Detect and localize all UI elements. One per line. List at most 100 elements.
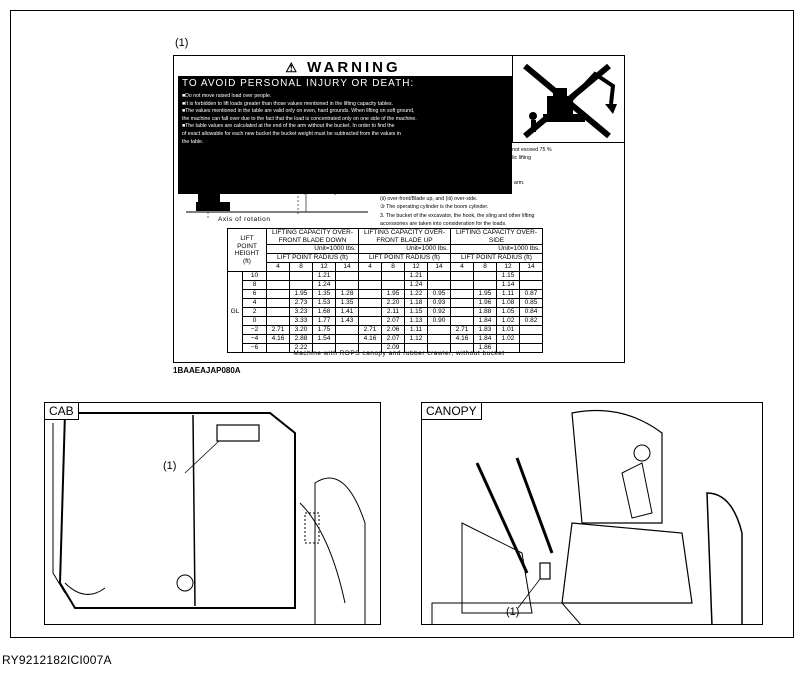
capacity-cell: 2.20: [381, 298, 405, 308]
capacity-cell: 0.87: [519, 289, 543, 299]
capacity-cell: 1.41: [335, 307, 359, 317]
capacity-cell: 0.93: [427, 298, 451, 308]
capacity-cell: [335, 325, 359, 335]
capacity-cell: 1.75: [312, 325, 336, 335]
capacity-cell: [519, 280, 543, 290]
header-radius: LIFT POINT RADIUS (ft): [266, 253, 359, 263]
warning-triangle-icon: ⚠: [285, 60, 300, 75]
capacity-cell: 1.18: [404, 298, 428, 308]
capacity-cell: 1.01: [496, 325, 520, 335]
capacity-cell: 1.88: [473, 307, 497, 317]
capacity-cell: [450, 298, 474, 308]
capacity-cell: 1.77: [312, 316, 336, 326]
warning-line: of exact allowable for each new bucket t…: [182, 130, 401, 137]
capacity-cell: 4.16: [358, 334, 382, 344]
warning-box: TO AVOID PERSONAL INJURY OR DEATH: ■Do n…: [178, 76, 512, 194]
capacity-cell: 2.71: [266, 325, 290, 335]
capacity-cell: 1.02: [496, 316, 520, 326]
capacity-cell: 2.06: [381, 325, 405, 335]
capacity-cell: 3.33: [289, 316, 313, 326]
height-cell: −2: [242, 325, 267, 335]
note-line: 1. The lifting capacities are based on I…: [380, 147, 552, 153]
capacity-cell: 1.02: [496, 334, 520, 344]
capacity-cell: 1.21: [404, 271, 428, 281]
radius-value: 8: [289, 262, 313, 272]
gl-label: GL: [227, 271, 243, 353]
height-cell: 4: [242, 298, 267, 308]
prohibition-pictogram: [512, 56, 625, 143]
excavator-diagram-icon: [186, 153, 368, 220]
header-group-blade-up: LIFTING CAPACITY OVER-FRONT BLADE UP: [358, 228, 451, 245]
capacity-cell: 1.84: [473, 334, 497, 344]
radius-value: 8: [473, 262, 497, 272]
header-radius: LIFT POINT RADIUS (ft): [450, 253, 543, 263]
note-line: of the static tilt load of the machine o…: [380, 155, 532, 162]
capacity-cell: [519, 334, 543, 344]
warning-line: ■Do not move raised load over people.: [182, 93, 272, 99]
note-line: 2. The strokes are as follows.: [380, 171, 449, 178]
capacity-cell: 1.24: [312, 280, 336, 290]
crossed-excavator-icon: [523, 63, 617, 139]
header-unit: Unit=1000 lbs.: [266, 244, 359, 254]
capacity-cell: 0.84: [519, 307, 543, 317]
radius-value: 4: [266, 262, 290, 272]
capacity-cell: 2.07: [381, 334, 405, 344]
capacity-cell: [289, 271, 313, 281]
height-cell: 10: [242, 271, 267, 281]
capacity-cell: 1.08: [496, 298, 520, 308]
warning-heading: TO AVOID PERSONAL INJURY OR DEATH:: [182, 78, 415, 89]
warning-title: ⚠ WARNING: [174, 59, 512, 76]
capacity-cell: 1.95: [381, 289, 405, 299]
warning-line: the table.: [182, 138, 204, 145]
capacity-cell: 1.28: [335, 289, 359, 299]
capacity-cell: 1.15: [404, 307, 428, 317]
note-line: (ii) over-front/Blade up, and (iii) over…: [380, 196, 478, 203]
warning-line: ■The values mentioned in the table are v…: [182, 108, 415, 115]
height-cell: 0: [242, 316, 267, 326]
capacity-cell: 3.23: [289, 307, 313, 317]
capacity-cell: 1.11: [404, 325, 428, 335]
cab-photo: CAB (1): [44, 402, 381, 625]
capacity-cell: [450, 289, 474, 299]
label-lift-point-height: Lift point height: [290, 188, 345, 195]
note-line: 3. The bucket of the excavator, the hook…: [380, 212, 535, 219]
warning-line: ■It is forbidden to lift loads greater t…: [182, 100, 394, 107]
capacity-cell: [358, 289, 382, 299]
label-lift-point-radius: Lift point radius: [228, 146, 283, 153]
capacity-cell: [381, 280, 405, 290]
header-group-blade-down: LIFTING CAPACITY OVER-FRONT BLADE DOWN: [266, 228, 359, 245]
lifting-capacity-table: LIFT POINT HEIGHT (ft) LIFTING CAPACITY …: [227, 228, 543, 353]
capacity-cell: 1.84: [473, 316, 497, 326]
warning-title-text: WARNING: [307, 59, 401, 76]
capacity-cell: [450, 316, 474, 326]
capacity-cell: 0.90: [427, 316, 451, 326]
capacity-cell: [266, 307, 290, 317]
note-line: accessories are taken into consideration…: [380, 220, 507, 227]
capacity-cell: [266, 280, 290, 290]
capacity-cell: [358, 280, 382, 290]
capacity-cell: 1.35: [312, 289, 336, 299]
capacity-cell: [519, 271, 543, 281]
capacity-cell: 1.95: [473, 289, 497, 299]
capacity-cell: 1.53: [312, 298, 336, 308]
capacity-cell: 1.11: [496, 289, 520, 299]
radius-value: 14: [335, 262, 359, 272]
header-group-over-side: LIFTING CAPACITY OVER-SIDE: [450, 228, 543, 245]
canopy-label: CANOPY: [422, 403, 482, 420]
capacity-cell: [266, 316, 290, 326]
capacity-cell: 0.92: [427, 307, 451, 317]
capacity-cell: [335, 334, 359, 344]
capacity-cell: 0.95: [427, 289, 451, 299]
lift-point-diagram: Lift point radius Lift point Lift point …: [178, 146, 374, 226]
capacity-cell: [519, 325, 543, 335]
capacity-cell: [266, 271, 290, 281]
capacity-cell: 3.20: [289, 325, 313, 335]
radius-value: 12: [404, 262, 428, 272]
capacity-cell: 2.88: [289, 334, 313, 344]
